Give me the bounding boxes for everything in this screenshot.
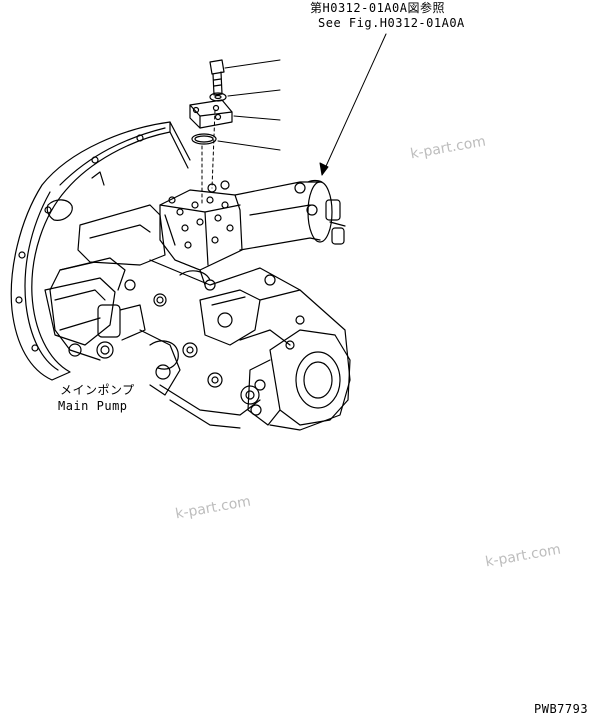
reference-label-english: See Fig.H0312-01A0A: [318, 16, 465, 30]
main-pump-label-japanese: メインポンプ: [60, 383, 135, 397]
exploded-parts: [189, 59, 233, 145]
drawing-number: PWB7793: [534, 702, 589, 716]
cylinder-assembly: [234, 179, 346, 251]
flywheel-housing: [10, 121, 191, 381]
leader-lines: [201, 33, 387, 206]
valve-block: [159, 180, 243, 271]
main-pump-label-english: Main Pump: [58, 399, 128, 413]
pump-end-cover: [247, 329, 351, 426]
o-ring: [191, 133, 217, 145]
cover-plate: [189, 99, 233, 129]
reference-label-japanese: 第H0312-01A0A図参照: [310, 1, 445, 15]
bolt: [209, 59, 225, 96]
pump-body: [44, 204, 351, 431]
